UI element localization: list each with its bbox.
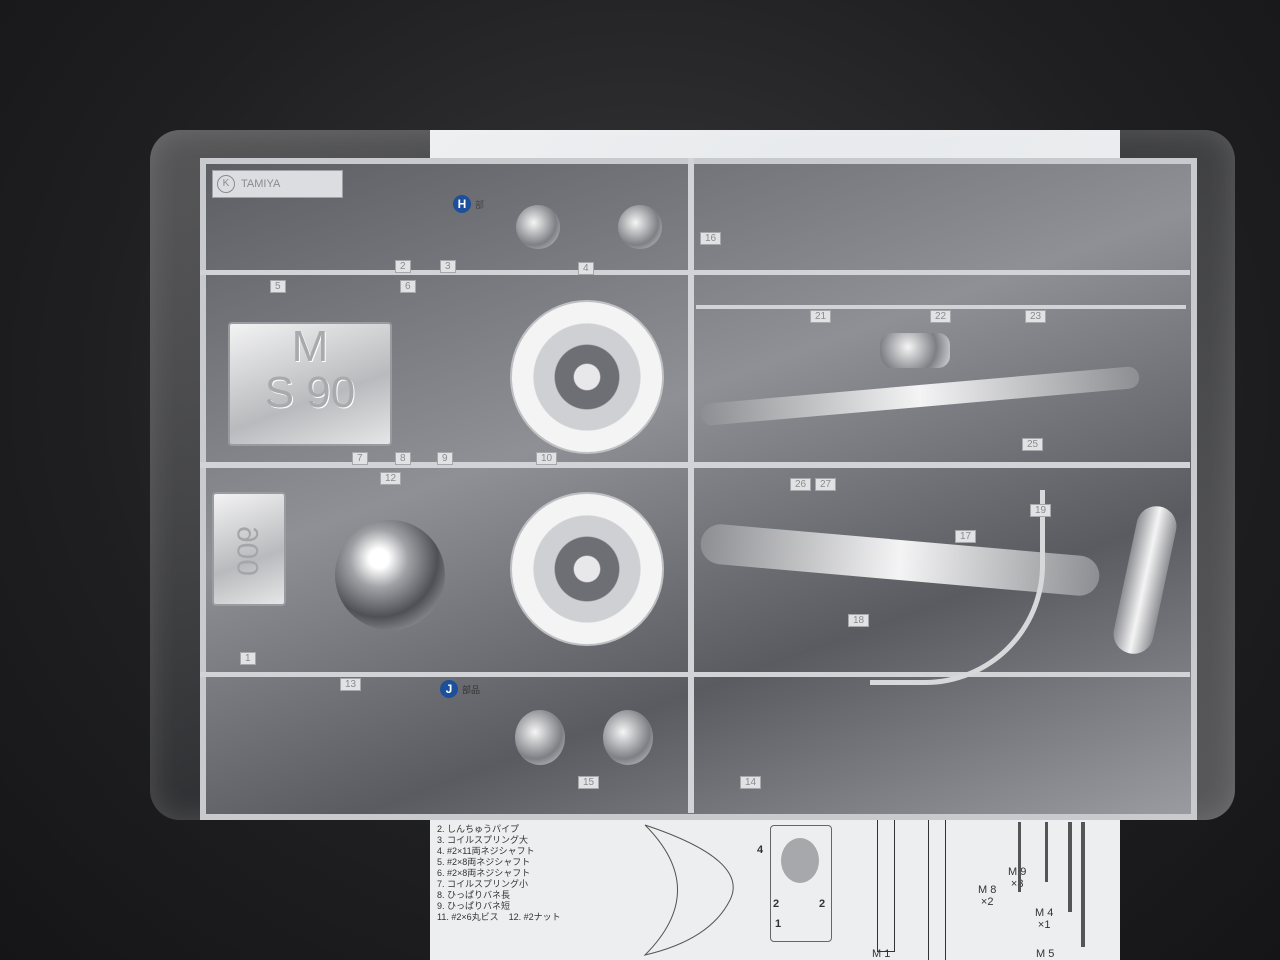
screw-drawing (1081, 822, 1085, 947)
screw-label: M 1 (872, 948, 891, 960)
part-number: 27 (815, 478, 837, 491)
part-number: 10 (536, 452, 558, 465)
part-number: 1 (240, 652, 256, 665)
lens-part (515, 710, 565, 765)
headlight-diagram: 4 2 2 1 (757, 825, 832, 942)
brake-disc (510, 492, 664, 646)
rod-diagram (928, 810, 946, 960)
part-number: 14 (740, 776, 762, 789)
plate-rear-text: 900 (232, 525, 265, 577)
runner (696, 305, 1186, 309)
runner (200, 270, 1190, 275)
screw-name: M 9 (1008, 866, 1027, 878)
list-item: 11. #2×6丸ビス 12. #2ナット (437, 912, 561, 923)
part-number: 26 (790, 478, 812, 491)
part-number: 16 (700, 232, 722, 245)
part-number: 4 (578, 262, 594, 275)
part-number: 3 (440, 260, 456, 273)
runner (688, 158, 694, 813)
screw-name: M 8 (978, 884, 997, 896)
screw-name: M 4 (1035, 907, 1054, 919)
sprocket (618, 205, 662, 249)
diagram-label: 4 (757, 844, 764, 856)
section-j-badge: J (440, 680, 458, 698)
license-plate-rear: 900 (212, 492, 286, 606)
part-number: 13 (340, 678, 362, 691)
instruction-parts-list: 2. しんちゅうパイプ 3. コイルスプリング大 4. #2×11両ネジシャフト… (437, 824, 561, 923)
part-number: 6 (400, 280, 416, 293)
diagram-label: 2 (773, 898, 780, 910)
part-number: 5 (270, 280, 286, 293)
runner (200, 672, 1190, 677)
diagram-label: 2 (819, 898, 826, 910)
part-number: 2 (395, 260, 411, 273)
part-number: 12 (380, 472, 402, 485)
plate-line-1: M (291, 322, 329, 371)
logo-letter: K (217, 175, 235, 193)
part-number: 7 (352, 452, 368, 465)
plate-line-2: S 90 (264, 368, 356, 417)
list-item-11: 11. #2×6丸ビス (437, 912, 499, 922)
part-number: 21 (810, 310, 832, 323)
part-number: 15 (578, 776, 600, 789)
part-number: 18 (848, 614, 870, 627)
list-item: 4. #2×11両ネジシャフト (437, 846, 535, 856)
part-number: 17 (955, 530, 977, 543)
part-number: 23 (1025, 310, 1047, 323)
brand-logo: TAMIYA (241, 178, 281, 190)
screw-drawing (1045, 822, 1048, 882)
part-number: 22 (930, 310, 952, 323)
part-number: 25 (1022, 438, 1044, 451)
list-item: 6. #2×8両ネジシャフト (437, 868, 531, 878)
list-item: 7. コイルスプリング小 (437, 879, 529, 889)
list-item-12: 12. #2ナット (508, 912, 561, 922)
screw-label: M 8×2 (978, 884, 996, 908)
screw-drawing (1068, 822, 1072, 912)
lens-diagram (781, 838, 819, 883)
brand-tag: K TAMIYA (212, 170, 343, 198)
lens-part (603, 710, 653, 765)
list-item: 9. ひっぱりバネ短 (437, 901, 511, 911)
mirror-part (880, 333, 950, 368)
diagram-label: 1 (775, 918, 782, 930)
runner (200, 462, 1190, 468)
part-number: 8 (395, 452, 411, 465)
part-number: 19 (1030, 504, 1052, 517)
section-h-badge: H (453, 195, 471, 213)
list-item: 8. ひっぱりバネ長 (437, 890, 511, 900)
license-plate-front: M S 90 (228, 322, 392, 446)
part-number: 9 (437, 452, 453, 465)
windshield-diagram (643, 824, 734, 956)
headlight-shell (335, 520, 445, 630)
section-h-label: 部 (475, 200, 485, 210)
rod-diagram (877, 810, 895, 952)
section-j-label: 部品 (462, 685, 481, 695)
screw-qty: ×2 (980, 896, 994, 908)
screw-label: M 5 (1036, 948, 1055, 960)
screw-qty: ×1 (1037, 919, 1051, 931)
list-item: 2. しんちゅうパイプ (437, 824, 520, 834)
list-item: 5. #2×8両ネジシャフト (437, 857, 531, 867)
chrome-sprue (200, 158, 1197, 820)
brake-disc (510, 300, 664, 454)
screw-label: M 4×1 (1035, 907, 1053, 931)
list-item: 3. コイルスプリング大 (437, 835, 529, 845)
sprocket (516, 205, 560, 249)
screw-drawing (1018, 822, 1021, 892)
